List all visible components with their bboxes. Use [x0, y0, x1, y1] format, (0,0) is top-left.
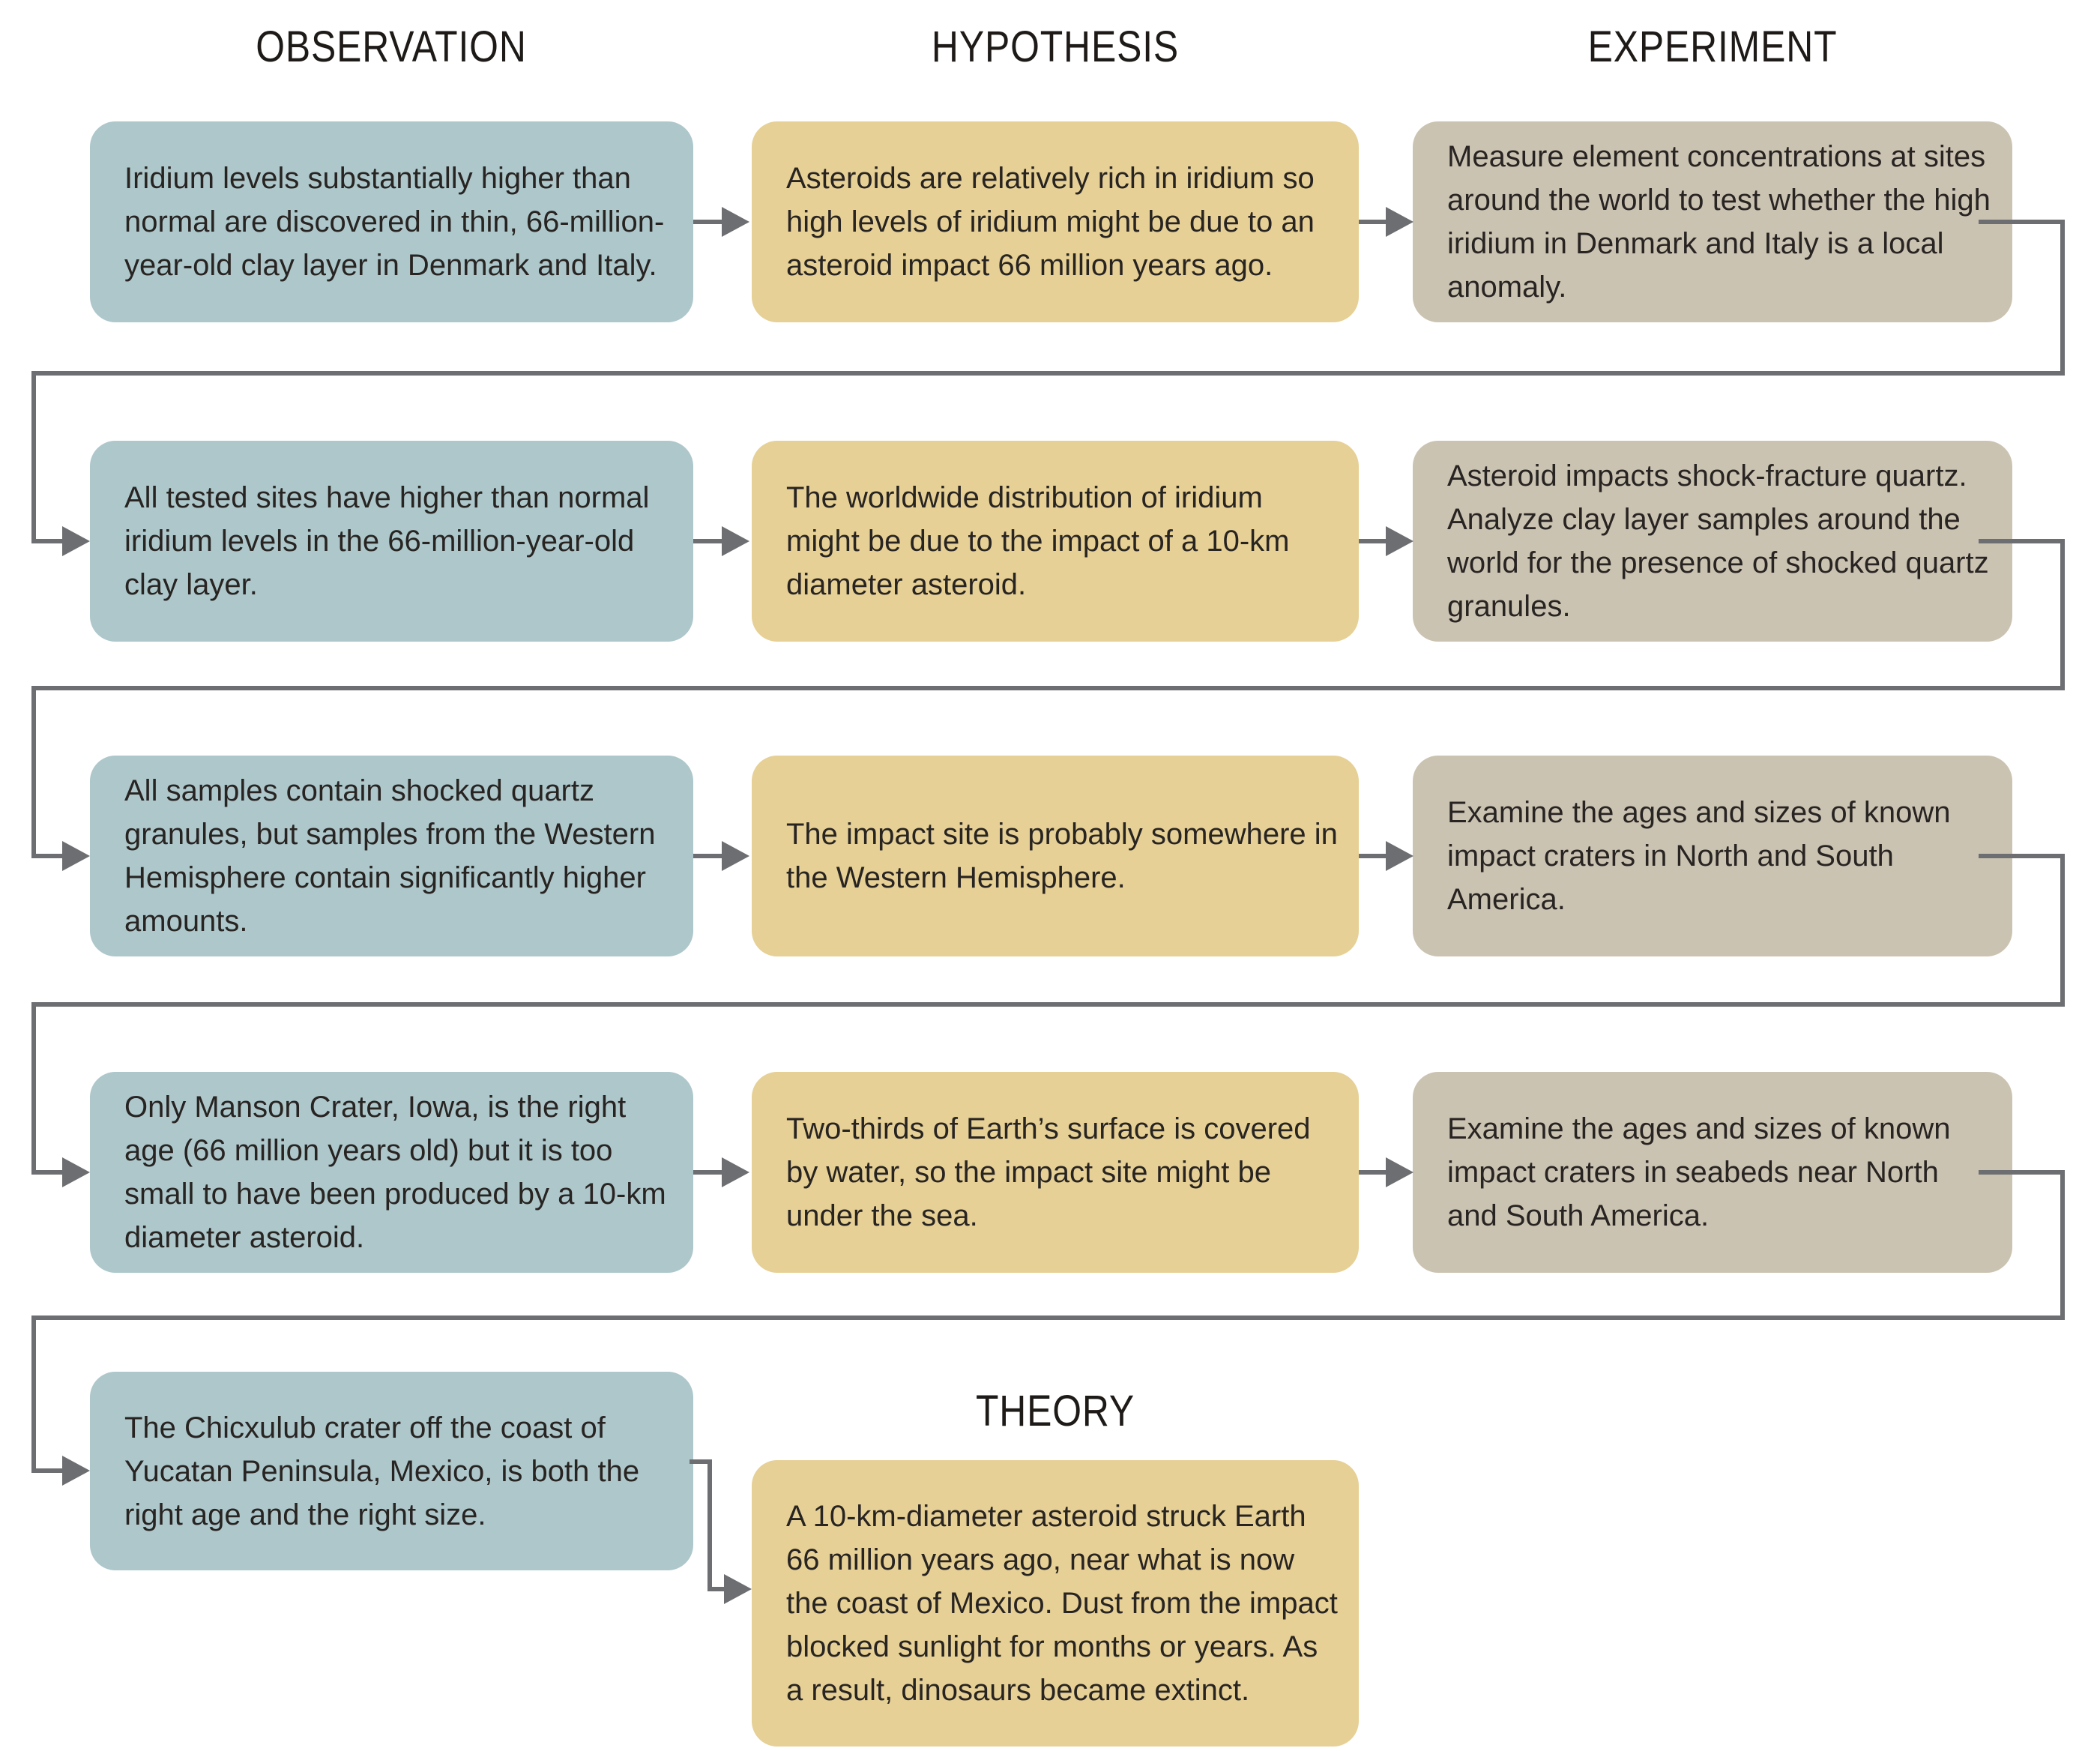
arrow-r4-hyp-exp-head [1386, 1157, 1413, 1187]
feedback-loop-4-entry-segment [31, 1468, 65, 1473]
feedback-loop-1-exit-segment [1979, 220, 2065, 224]
arrow-r3-hyp-exp-head [1386, 841, 1413, 871]
arrow-r4-hyp-exp-line [1359, 1170, 1389, 1175]
observation-box-row4: Only Manson Crater, Iowa, is the right a… [90, 1072, 693, 1273]
experiment-box-row4: Examine the ages and sizes of known impa… [1413, 1072, 2012, 1273]
arrow-r3-obs-hyp-line [693, 854, 725, 858]
hypothesis-box-row4: Two-thirds of Earth’s surface is covered… [752, 1072, 1359, 1273]
feedback-loop-1-left-segment [31, 371, 36, 543]
column-header-hypothesis: HYPOTHESIS [931, 22, 1180, 71]
feedback-loop-1-right-segment [2060, 220, 2065, 376]
feedback-loop-3-left-segment [31, 1002, 36, 1175]
hypothesis-box-row2: The worldwide distribution of iridium mi… [752, 441, 1359, 642]
feedback-loop-4-arrowhead [62, 1456, 90, 1486]
obs5-theory-exit-segment [690, 1459, 712, 1464]
arrow-r1-hyp-exp-head [1386, 207, 1413, 237]
column-header-experiment: EXPERIMENT [1587, 22, 1838, 71]
feedback-loop-1-arrowhead [62, 526, 90, 556]
feedback-loop-4-right-segment [2060, 1170, 2065, 1320]
feedback-loop-3-right-segment [2060, 854, 2065, 1007]
arrow-r1-obs-hyp-head [722, 207, 749, 237]
theory-box: A 10-km-diameter asteroid struck Earth 6… [752, 1460, 1359, 1747]
feedback-loop-2-exit-segment [1979, 539, 2065, 543]
arrow-r1-hyp-exp-line [1359, 220, 1389, 224]
feedback-loop-3-entry-segment [31, 1170, 65, 1175]
observation-box-row1: Iridium levels substantially higher than… [90, 121, 693, 322]
observation-box-row2: All tested sites have higher than normal… [90, 441, 693, 642]
feedback-loop-2-entry-segment [31, 854, 65, 858]
arrow-r4-obs-hyp-head [722, 1157, 749, 1187]
obs5-theory-down-segment [707, 1459, 712, 1591]
experiment-box-row1: Measure element concentrations at sites … [1413, 121, 2012, 322]
experiment-box-row2: Asteroid impacts shock-fracture quartz. … [1413, 441, 2012, 642]
observation-box-row5: The Chicxulub crater off the coast of Yu… [90, 1372, 693, 1570]
obs5-theory-arrowhead [724, 1574, 752, 1604]
theory-header: THEORY [975, 1387, 1135, 1435]
feedback-loop-2-cross-segment [31, 686, 2065, 690]
feedback-loop-4-exit-segment [1979, 1170, 2065, 1175]
feedback-loop-4-left-segment [31, 1315, 36, 1473]
observation-box-row3: All samples contain shocked quartz granu… [90, 756, 693, 956]
hypothesis-box-row3: The impact site is probably somewhere in… [752, 756, 1359, 956]
feedback-loop-1-cross-segment [31, 371, 2065, 376]
feedback-loop-3-arrowhead [62, 1157, 90, 1187]
experiment-box-row3: Examine the ages and sizes of known impa… [1413, 756, 2012, 956]
feedback-loop-3-cross-segment [31, 1002, 2065, 1007]
feedback-loop-4-cross-segment [31, 1315, 2065, 1320]
obs5-theory-entry-segment [707, 1587, 727, 1591]
arrow-r3-hyp-exp-line [1359, 854, 1389, 858]
arrow-r2-hyp-exp-line [1359, 539, 1389, 543]
arrow-r2-obs-hyp-head [722, 526, 749, 556]
arrow-r2-hyp-exp-head [1386, 526, 1413, 556]
feedback-loop-2-left-segment [31, 686, 36, 858]
arrow-r4-obs-hyp-line [693, 1170, 725, 1175]
column-header-observation: OBSERVATION [256, 22, 527, 71]
arrow-r2-obs-hyp-line [693, 539, 725, 543]
feedback-loop-1-entry-segment [31, 539, 65, 543]
feedback-loop-2-arrowhead [62, 841, 90, 871]
arrow-r1-obs-hyp-line [693, 220, 725, 224]
hypothesis-box-row1: Asteroids are relatively rich in iridium… [752, 121, 1359, 322]
feedback-loop-2-right-segment [2060, 539, 2065, 690]
feedback-loop-3-exit-segment [1979, 854, 2065, 858]
arrow-r3-obs-hyp-head [722, 841, 749, 871]
